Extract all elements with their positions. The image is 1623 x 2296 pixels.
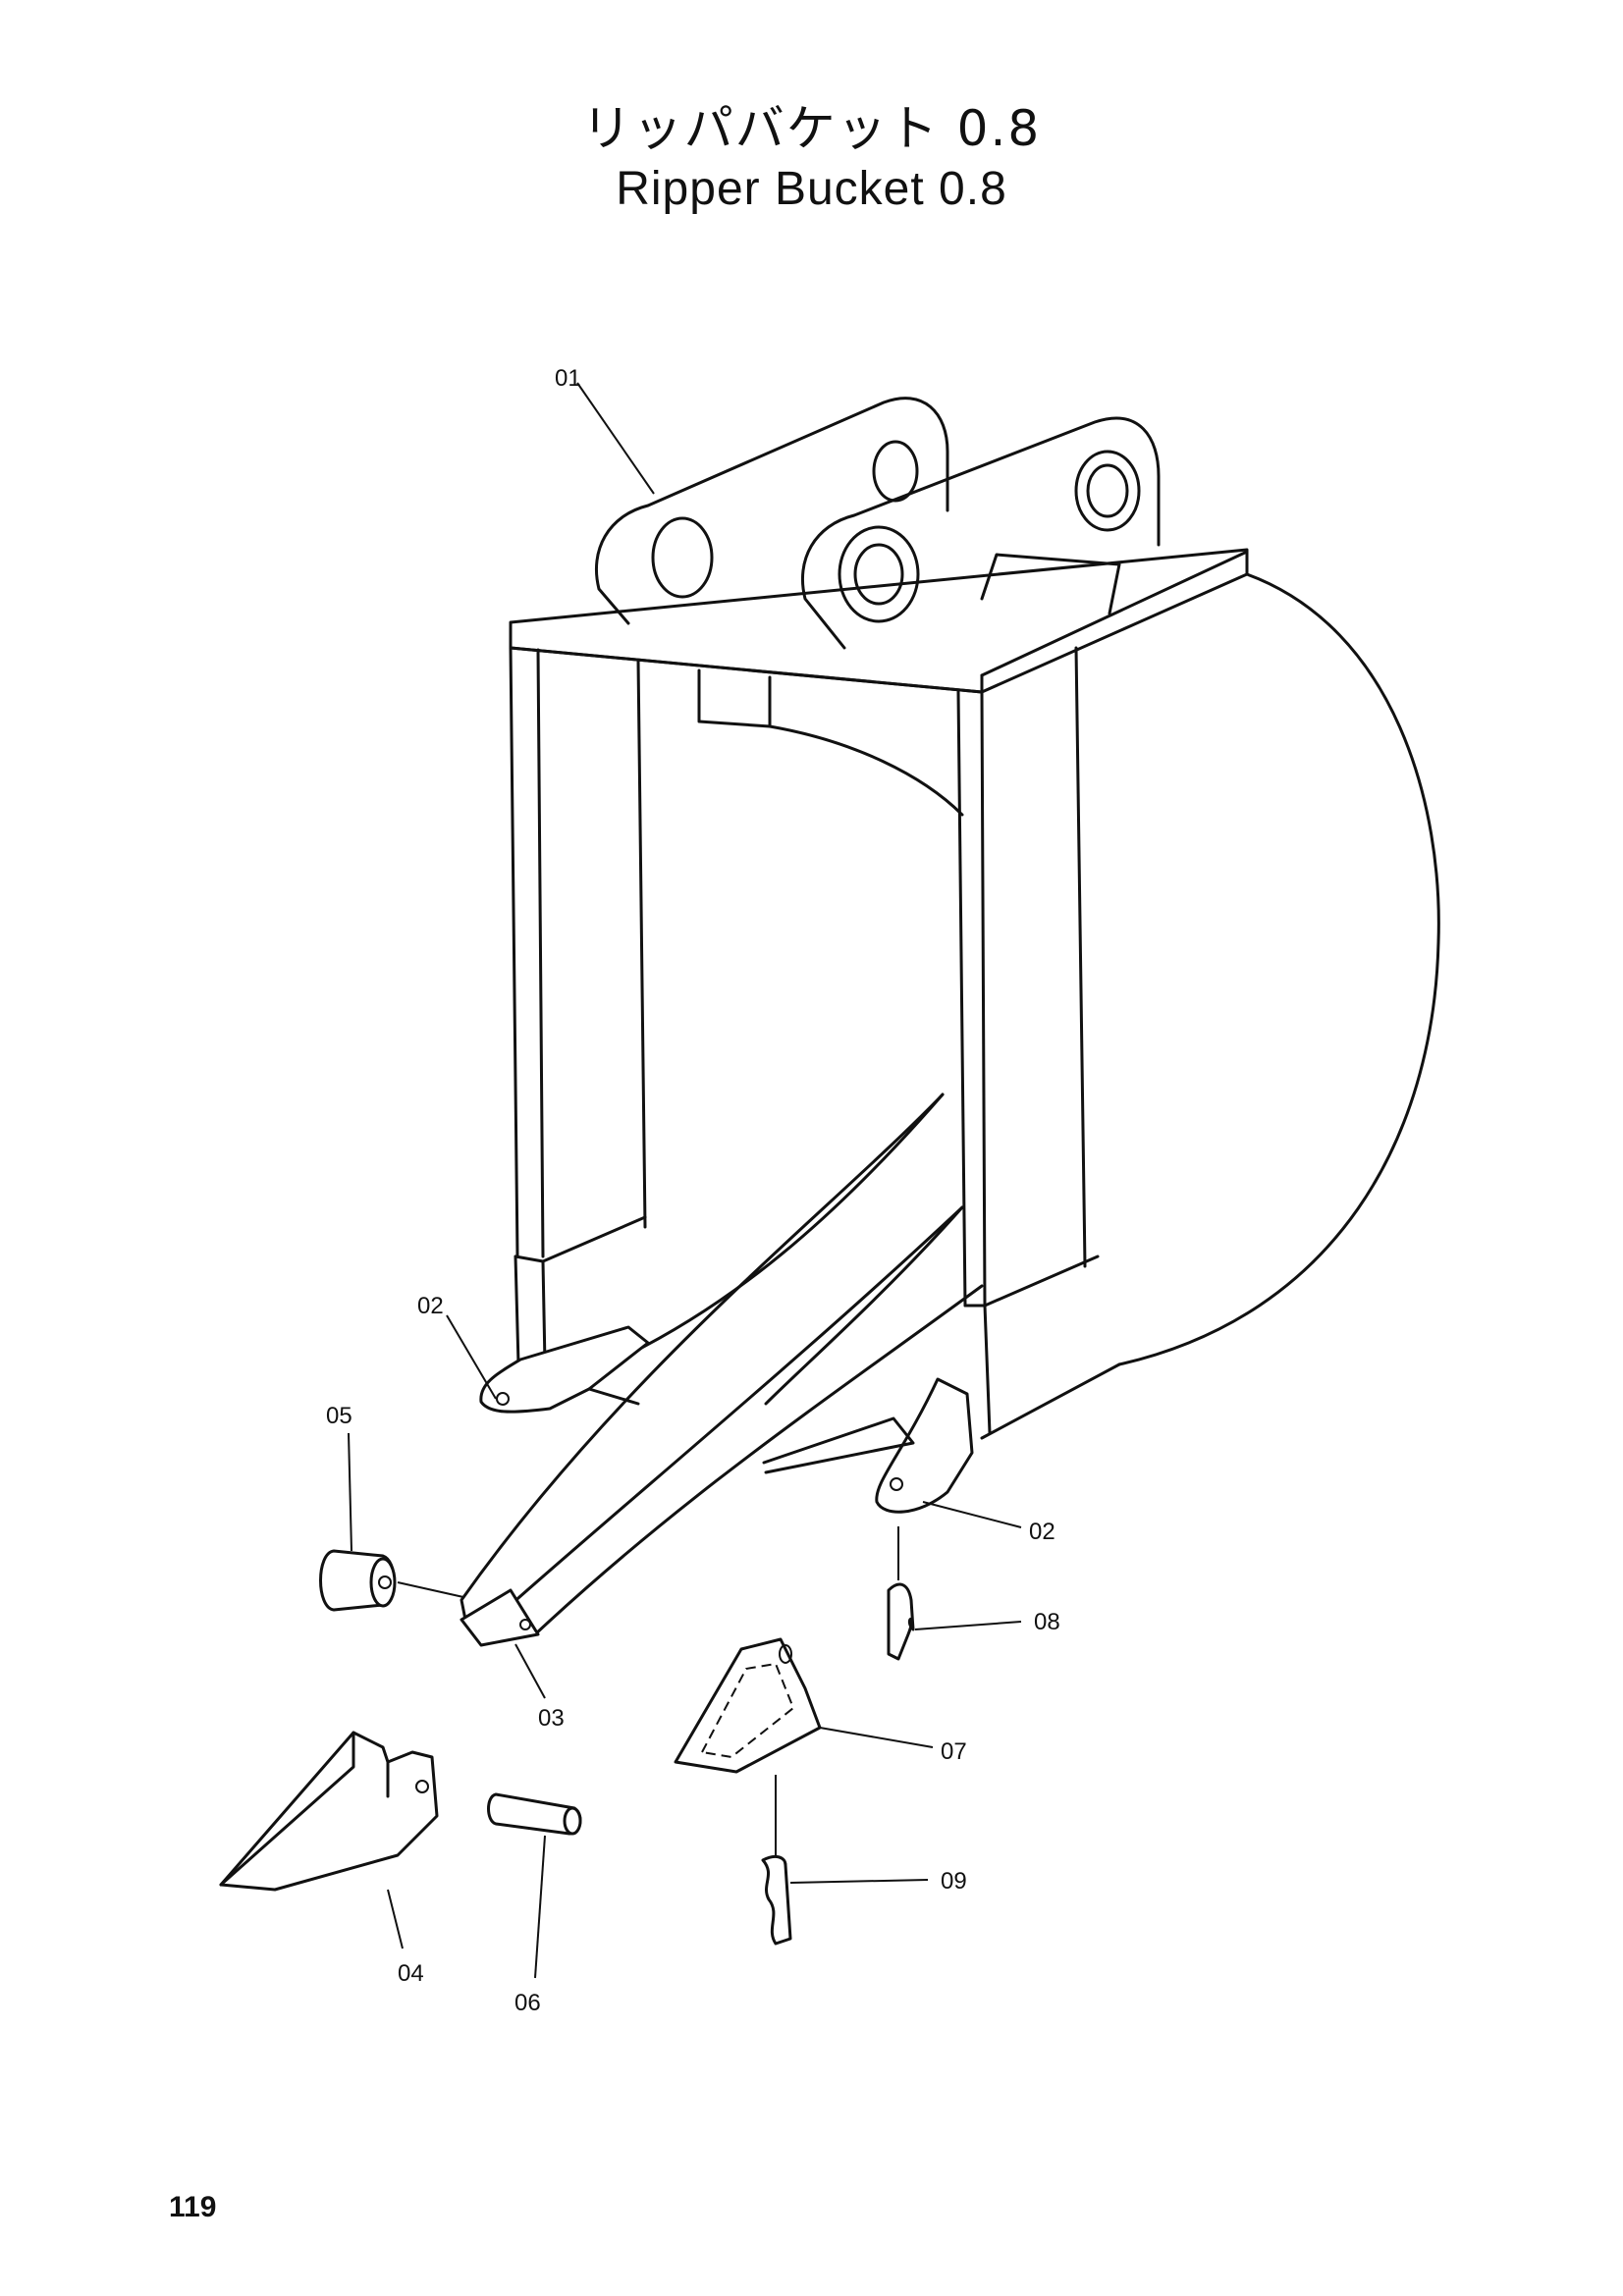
callout-04: 04 (398, 1960, 424, 1987)
lock-08 (887, 1582, 915, 1661)
callout-02-left: 02 (417, 1293, 444, 1319)
page-title-japanese: リッパバケット 0.8 (581, 100, 1042, 157)
page-title-english: Ripper Bucket 0.8 (616, 163, 1007, 215)
callout-07: 07 (941, 1738, 967, 1765)
callout-09: 09 (941, 1868, 967, 1895)
callout-08: 08 (1034, 1609, 1060, 1635)
title-block: リッパバケット 0.8 Ripper Bucket 0.8 (0, 98, 1623, 220)
tooth-adapter-04 (219, 1731, 439, 1892)
side-cutter-right (762, 1377, 974, 1514)
page-number: 119 (169, 2191, 217, 2223)
ripper-shank (460, 1093, 984, 1647)
callout-leaders (348, 382, 1022, 1979)
tip-07 (674, 1637, 822, 1774)
side-cutter-left (479, 1325, 650, 1414)
bucket-frame (509, 548, 1440, 1440)
pin-05 (319, 1549, 397, 1612)
mounting-brackets (594, 397, 1161, 650)
callout-05: 05 (326, 1403, 352, 1429)
lock-09 (761, 1854, 792, 1946)
callout-02-right: 02 (1029, 1519, 1055, 1545)
callout-06: 06 (514, 1990, 541, 2016)
callout-03: 03 (538, 1705, 565, 1732)
pin-06 (487, 1792, 582, 1836)
callout-01: 01 (555, 365, 581, 392)
